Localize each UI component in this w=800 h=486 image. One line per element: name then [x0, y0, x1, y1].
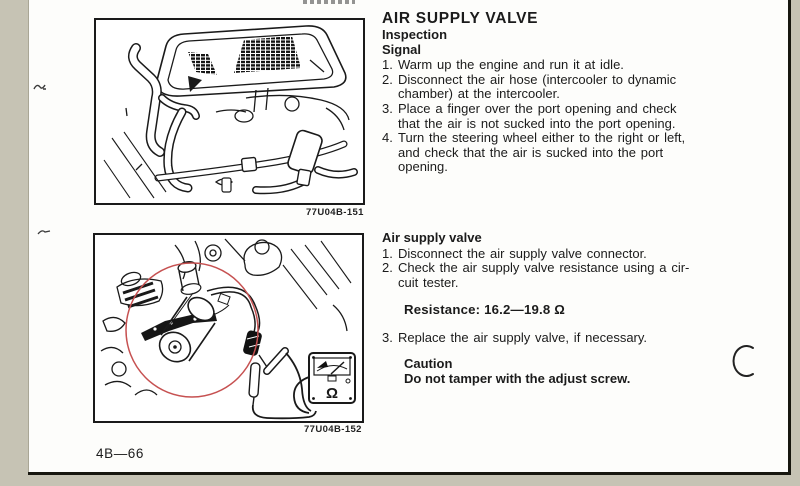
list-item: 2.Check the air supply valve resistance …	[382, 260, 690, 290]
list-item: 1.Disconnect the air supply valve connec…	[382, 245, 647, 261]
arrow-icon	[188, 76, 202, 92]
list-item: 2.Disconnect the air hose (intercooler t…	[382, 71, 677, 102]
scan-artifact	[32, 80, 48, 92]
list-item: 4.Turn the steering wheel either to the …	[382, 130, 686, 175]
list-item: 1.Warm up the engine and run it at idle.	[382, 57, 624, 73]
illustration-svg	[103, 25, 358, 199]
page-title: AIR SUPPLY VALVE	[382, 10, 539, 27]
caution-block: Caution Do not tamper with the adjust sc…	[404, 356, 766, 387]
valve-steps-list: 1.Disconnect the air supply valve connec…	[382, 245, 766, 291]
figure-caption: 77U04B-151	[306, 207, 364, 218]
circuit-tester: Ω	[206, 286, 356, 420]
air-supply-valve	[141, 261, 231, 363]
caution-heading: Caution	[404, 355, 453, 371]
subsection-heading: Signal	[382, 41, 422, 57]
figure-intercooler-hose	[94, 18, 365, 205]
scan-artifact	[36, 228, 52, 237]
section-heading: Inspection	[382, 27, 448, 42]
text-column-signal: AIR SUPPLY VALVE Inspection Signal 1.War…	[382, 10, 758, 175]
list-item: 3.Replace the air supply valve, if neces…	[382, 330, 648, 346]
figure-air-supply-valve-test: Ω	[93, 233, 364, 423]
test-probe	[248, 362, 261, 398]
clipped-text-artifact	[303, 0, 355, 4]
signal-steps-list: 1.Warm up the engine and run it at idle.…	[382, 58, 758, 175]
pen-mark-artifact	[731, 343, 759, 381]
page-number: 4B—66	[96, 446, 145, 461]
list-item: 3.Place a finger over the port opening a…	[382, 100, 677, 131]
ohm-symbol-icon: Ω	[326, 385, 338, 402]
illustration-svg: Ω	[100, 238, 356, 420]
manual-page: 77U04B-151	[28, 0, 791, 475]
meter-needle	[330, 361, 345, 375]
red-highlight-circle	[125, 262, 259, 398]
resistance-spec: Resistance: 16.2—19.8 Ω	[404, 302, 566, 318]
figure-caption: 77U04B-152	[304, 424, 362, 435]
text-column-air-supply-valve: Air supply valve 1.Disconnect the air su…	[382, 230, 766, 387]
caution-text: Do not tamper with the adjust screw.	[404, 371, 631, 387]
valve-steps-list-continued: 3.Replace the air supply valve, if neces…	[382, 331, 766, 346]
valve-connector	[243, 330, 262, 356]
section-heading: Air supply valve	[382, 230, 482, 245]
